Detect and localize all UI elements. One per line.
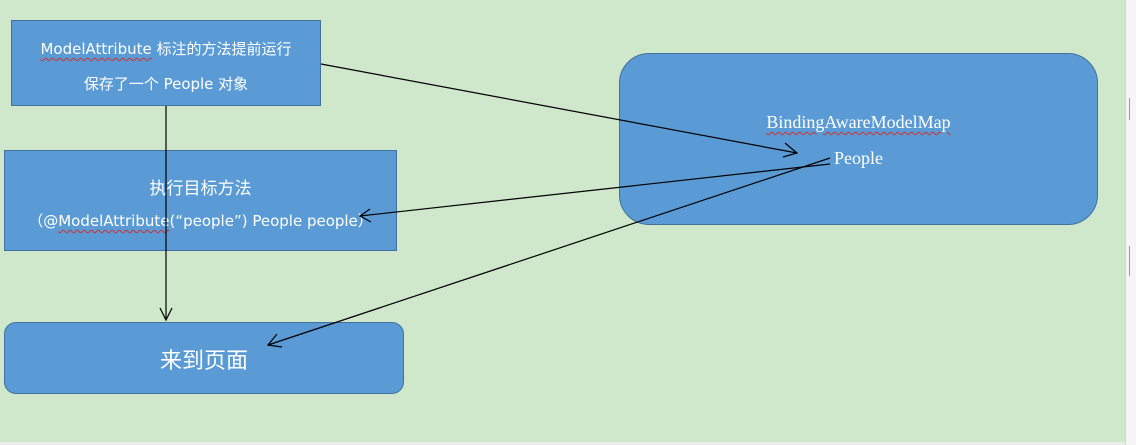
scroll-tick — [1129, 98, 1130, 120]
box-map-line1: BindingAwareModelMap — [620, 112, 1097, 133]
binding-aware-model-map-box[interactable]: BindingAwareModelMap People — [619, 53, 1098, 225]
preload-model-attribute-box[interactable]: ModelAttribute 标注的方法提前运行 保存了一个 People 对象 — [11, 20, 321, 106]
arrow-map-to-mid — [359, 163, 831, 217]
execute-target-method-box[interactable]: 执行目标方法 （@ModelAttribute(“people”) People… — [4, 150, 397, 251]
box-mid-line1: 执行目标方法 — [149, 179, 252, 199]
box-bottom-line1: 来到页面 — [159, 349, 248, 374]
box-mid-line2-text: (“people”) People people） — [169, 212, 373, 230]
box-map-title: BindingAwareModelMap — [766, 112, 951, 132]
box-mid-line2: （@ModelAttribute(“people”) People people… — [5, 210, 396, 231]
box-top-line1-text: 标注的方法提前运行 — [151, 40, 292, 58]
window-edge-strip — [1125, 0, 1136, 445]
arrow-top-to-map — [320, 63, 798, 154]
scroll-tick — [1129, 246, 1130, 276]
box-top-keyword: ModelAttribute — [40, 40, 152, 58]
go-to-page-box[interactable]: 来到页面 — [4, 322, 404, 394]
arrowhead-icon — [159, 307, 173, 322]
arrow-map-to-bottom — [267, 157, 831, 346]
arrowhead-icon — [782, 142, 799, 158]
box-map-line2: People — [834, 148, 883, 168]
box-top-line2: 保存了一个 People 对象 — [83, 75, 249, 93]
box-top-line1: ModelAttribute 标注的方法提前运行 — [12, 38, 320, 59]
arrowhead-icon — [266, 333, 283, 348]
arrowhead-icon — [358, 208, 372, 223]
canvas-bottom-edge — [0, 442, 1125, 445]
box-mid-paren: （@ — [28, 212, 59, 230]
box-mid-keyword: ModelAttribute — [58, 212, 170, 230]
